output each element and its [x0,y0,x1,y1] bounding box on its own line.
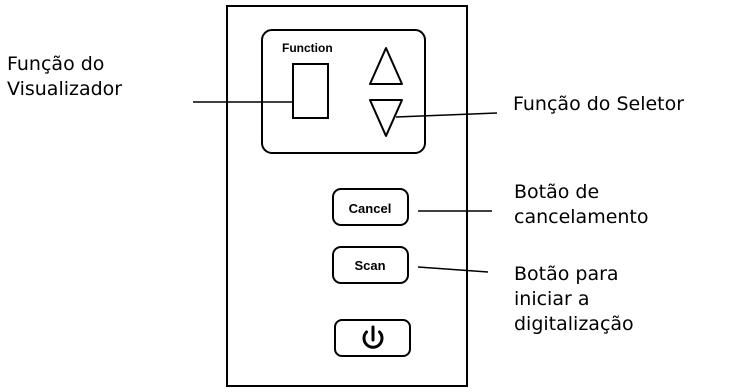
scan-button-label: Scan [354,258,385,273]
cancel-button-callout: Botão de cancelamento [514,180,649,230]
viewer-callout-line1: Função do [7,53,105,75]
function-display-frame [261,29,426,154]
function-display-screen [292,63,329,119]
scan-callout-line1: Botão para [514,263,619,285]
cancel-button-label: Cancel [349,201,392,216]
up-triangle-icon[interactable] [369,47,403,85]
scan-callout-line3: digitalização [514,313,634,335]
viewer-callout-line2: Visualizador [7,78,123,100]
device-panel [226,5,468,387]
power-button[interactable] [334,319,411,357]
power-icon [362,325,384,349]
function-label: Function [282,41,333,55]
scan-leader-line [417,266,489,273]
selector-leader-line [395,112,498,118]
scan-button-callout: Botão para iniciar a digitalização [514,262,634,337]
selector-function-callout: Função do Seletor [513,92,684,117]
selector-callout-line1: Função do Seletor [513,93,685,115]
cancel-button[interactable]: Cancel [332,188,409,226]
viewer-function-callout: Função do Visualizador [7,52,122,102]
cancel-callout-line2: cancelamento [514,206,649,228]
cancel-callout-line1: Botão de [514,181,600,203]
scan-callout-line2: iniciar a [514,288,590,310]
scan-button[interactable]: Scan [332,246,409,284]
down-triangle-icon[interactable] [369,99,403,137]
